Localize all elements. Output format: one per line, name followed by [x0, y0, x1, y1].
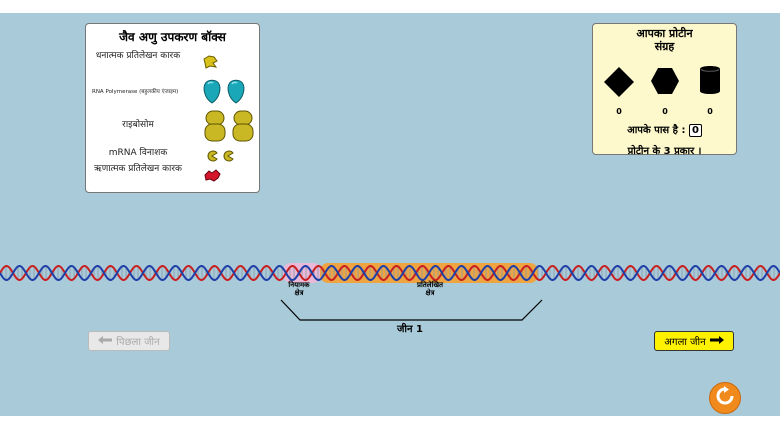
toolbox-item-label: राइबोसोम: [122, 120, 154, 130]
diamond-count: 0: [616, 107, 622, 116]
toolbox-item-positive-transcription-factor[interactable]: धनात्मक प्रतिलेखन कारक: [90, 51, 257, 73]
toolbox-item-label: RNA Polymerase (बहुलकीय एंजाइम): [92, 89, 179, 95]
gene-bracket: [280, 299, 543, 321]
toolbox-item-negative-transcription-factor[interactable]: ऋणात्मक प्रतिलेखन कारक: [90, 164, 257, 188]
toolbox-item-rna-polymerase[interactable]: RNA Polymerase (बहुलकीय एंजाइम): [90, 78, 257, 108]
simulation-area: जैव अणु उपकरण बॉक्स धनात्मक प्रतिलेखन का…: [0, 13, 780, 416]
toolbox-title: जैव अणु उपकरण बॉक्स: [119, 30, 226, 44]
toolbox-item-label: mRNA विनाशक: [108, 148, 168, 158]
reset-button[interactable]: [709, 382, 741, 414]
transcribed-region-label: प्रतिलेखित क्षेत्र: [400, 281, 460, 297]
arrow-right-icon: [709, 335, 724, 347]
previous-gene-button[interactable]: पिछला जीन: [88, 331, 170, 351]
hexagon-count: 0: [662, 107, 668, 116]
toolbox-item-ribosome[interactable]: राइबोसोम: [90, 110, 257, 142]
collection-title-line2: संग्रह: [654, 40, 675, 53]
reset-icon: [715, 386, 735, 410]
ribosome-icon[interactable]: [204, 110, 256, 146]
mrna-destroyer-icon[interactable]: [206, 147, 238, 166]
transcribed-label-line2: क्षेत्र: [425, 289, 435, 297]
dna-strand: [0, 263, 780, 283]
gene-label: जीन 1: [397, 324, 423, 335]
toolbox-item-mrna-destroyer[interactable]: mRNA विनाशक: [90, 145, 257, 162]
biomolecule-toolbox: जैव अणु उपकरण बॉक्स धनात्मक प्रतिलेखन का…: [85, 23, 260, 193]
protein-collection-box: आपका प्रोटीन संग्रह 0 0 0 आपके पास है : …: [592, 23, 737, 157]
dna-strand-a: [0, 265, 780, 281]
previous-gene-label: पिछला जीन: [116, 337, 160, 348]
cylinder-count: 0: [707, 107, 713, 116]
have-value: 0: [688, 124, 702, 137]
collection-title-line1: आपका प्रोटीन: [636, 27, 693, 40]
collection-title: आपका प्रोटीन संग्रह: [593, 27, 736, 53]
rna-polymerase-icon[interactable]: [202, 78, 252, 108]
arrow-left-icon: [98, 335, 113, 347]
have-line: आपके पास है : 0: [593, 122, 736, 137]
protein-types-text: प्रोटीन के 3 प्रकार ।: [627, 146, 702, 157]
transcribed-label-line1: प्रतिलेखित: [416, 281, 444, 289]
toolbox-item-label: ऋणात्मक प्रतिलेखन कारक: [94, 164, 182, 174]
hexagon-icon: [650, 67, 680, 99]
cylinder-icon: [699, 64, 721, 100]
next-gene-button[interactable]: अगला जीन: [654, 331, 734, 351]
regulatory-label-line2: क्षेत्र: [294, 289, 304, 297]
diamond-icon: [603, 66, 635, 102]
negative-transcription-factor-icon[interactable]: [204, 168, 222, 187]
have-label: आपके पास है :: [627, 125, 686, 136]
next-gene-label: अगला जीन: [664, 337, 706, 348]
toolbox-item-label: धनात्मक प्रतिलेखन कारक: [95, 51, 181, 61]
regulatory-label-line1: नियामक: [288, 281, 310, 289]
positive-transcription-factor-icon[interactable]: [202, 54, 220, 73]
regulatory-region-label: नियामक क्षेत्र: [278, 281, 320, 297]
